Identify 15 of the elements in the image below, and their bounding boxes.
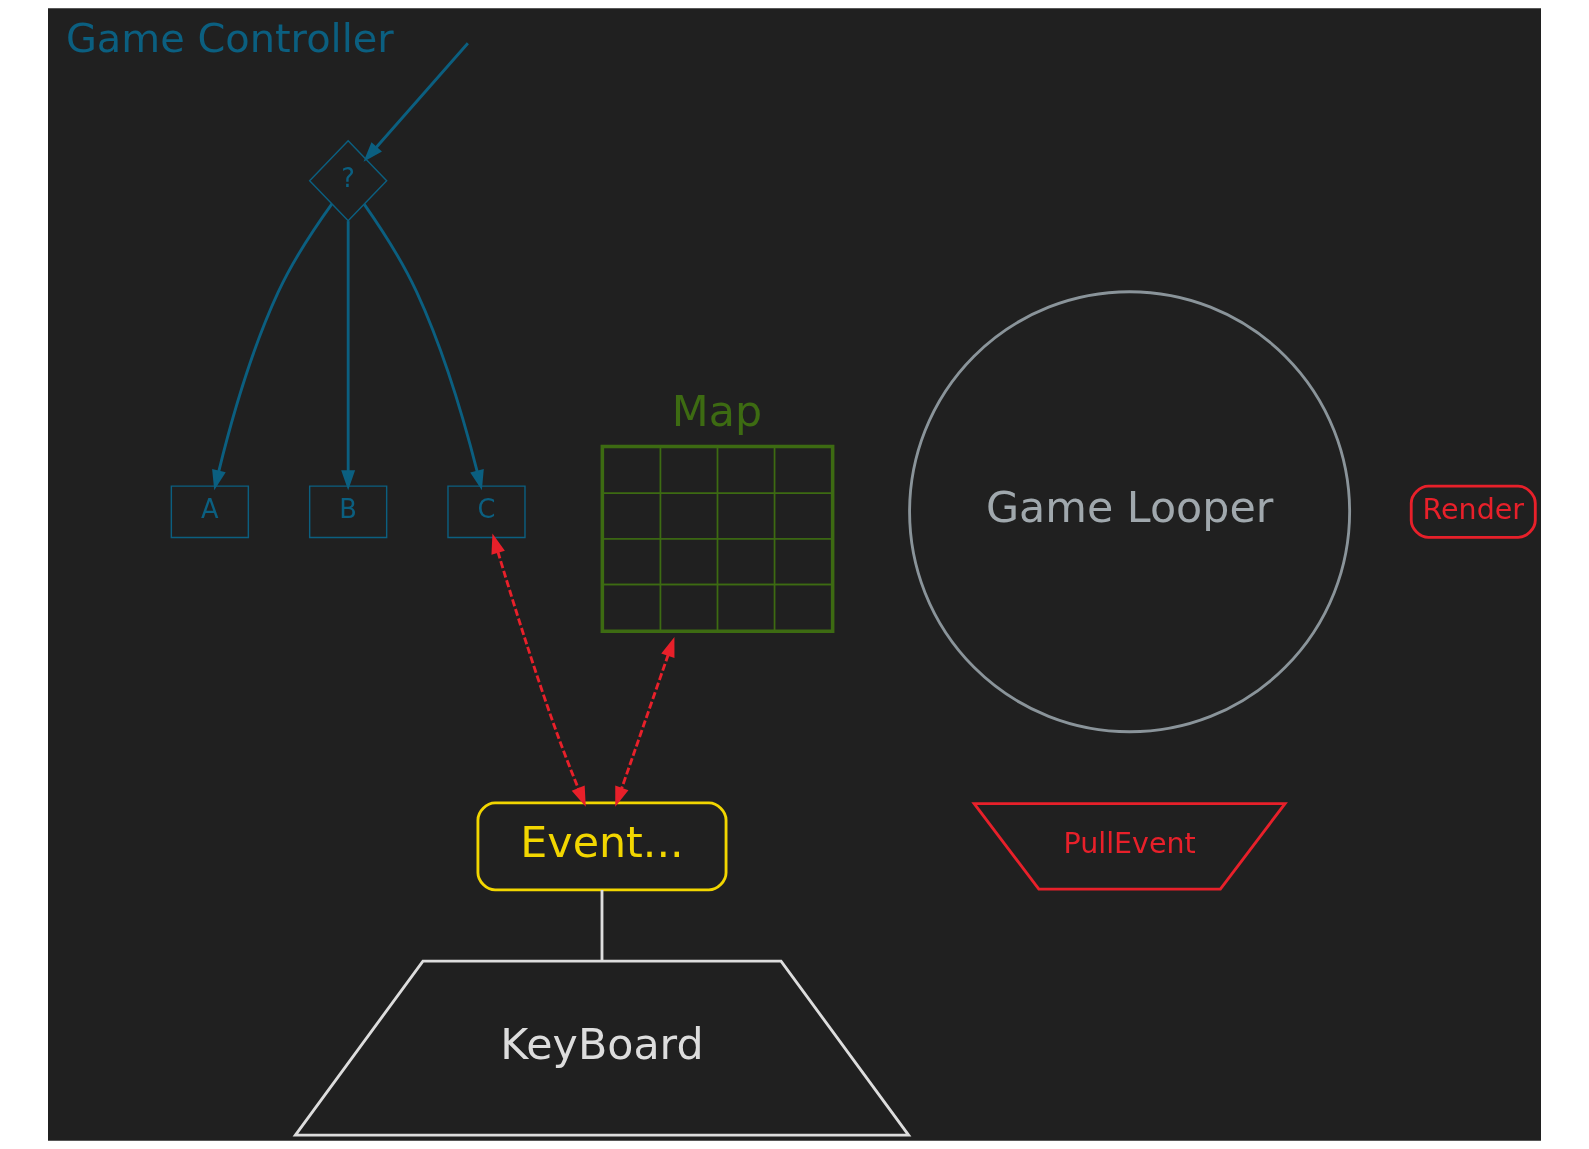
node-box: B	[308, 485, 388, 539]
node-box: Event...	[476, 801, 728, 892]
arrow	[615, 636, 675, 807]
node-label: Map	[671, 386, 763, 437]
node-circle: Game Looper	[908, 290, 1352, 734]
arrow	[341, 221, 356, 491]
node-text: Game Controller	[65, 14, 394, 61]
connector	[600, 889, 604, 961]
arrow	[363, 203, 484, 491]
arrow	[491, 533, 586, 807]
node-box: C	[447, 485, 526, 539]
node-box: A	[170, 485, 250, 539]
arrow	[212, 203, 334, 491]
arrow	[363, 42, 469, 162]
node-box: Render	[1409, 484, 1537, 539]
